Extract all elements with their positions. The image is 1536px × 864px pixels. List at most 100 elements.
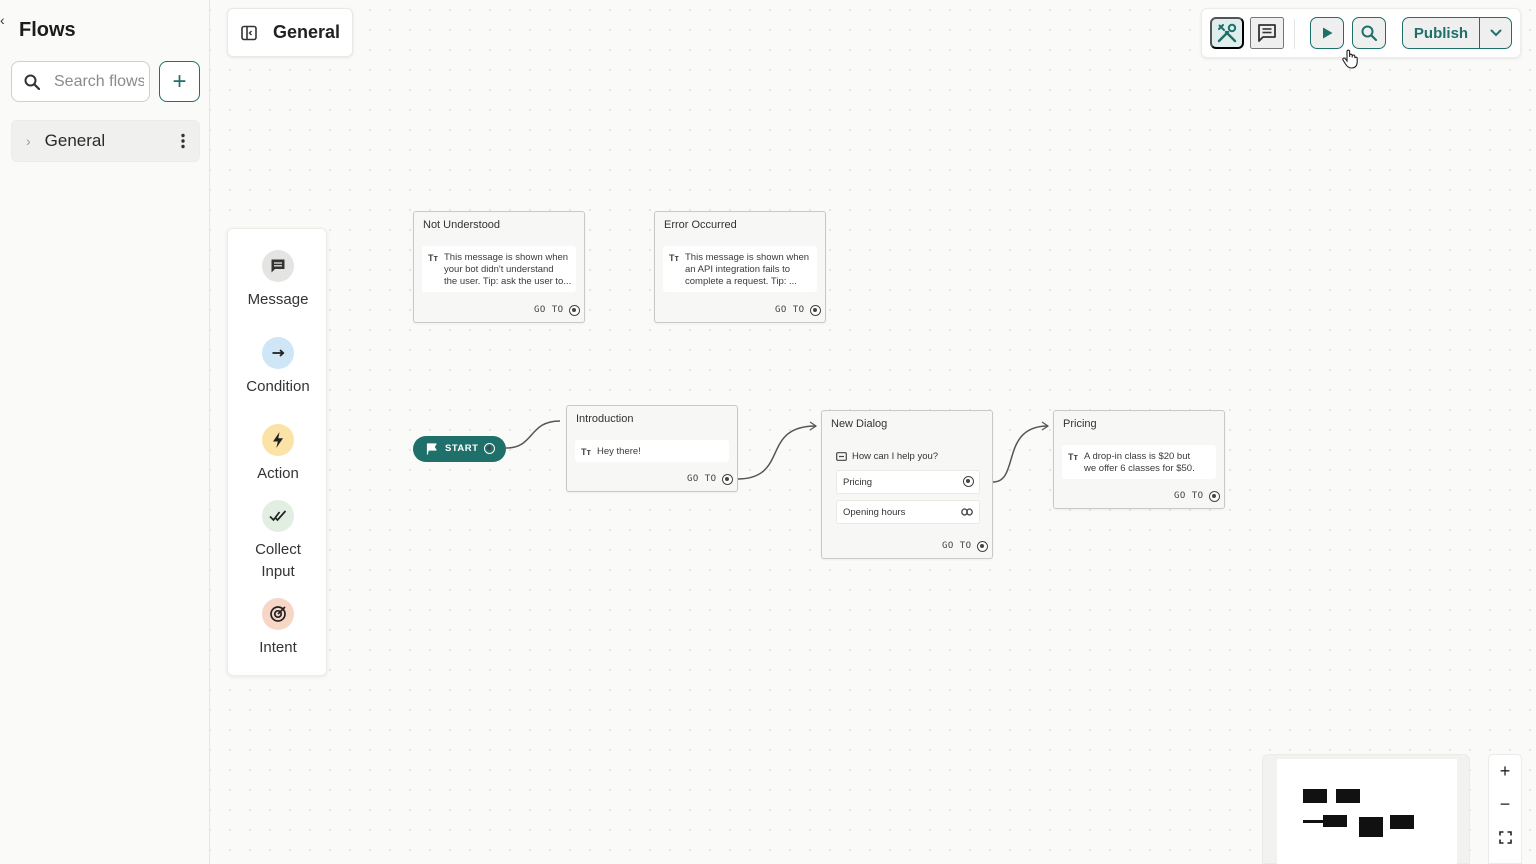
message-line: an API integration fails to <box>685 264 791 275</box>
play-button[interactable] <box>1310 17 1344 49</box>
tools-button[interactable] <box>1210 17 1244 49</box>
message-line: This message is shown when <box>685 252 810 263</box>
node-title: Introduction <box>576 413 634 425</box>
chevron-down-icon <box>1490 29 1501 37</box>
output-port[interactable] <box>484 443 495 454</box>
node-not-understood[interactable]: Not Understood Tт This message is shown … <box>413 211 585 323</box>
node-pricing[interactable]: Pricing Tт A drop-in class is $20 but we… <box>1053 410 1225 509</box>
question-icon <box>836 452 847 461</box>
add-flow-button[interactable]: + <box>159 61 200 102</box>
lightning-icon <box>262 424 294 456</box>
node-new-dialog[interactable]: New Dialog How can I help you? Pricing O… <box>821 410 993 559</box>
text-type-icon: Tт <box>428 253 438 263</box>
goto-label: GO TO <box>1174 491 1204 501</box>
output-port[interactable] <box>977 541 988 552</box>
message-line: the user. Tip: ask the user to... <box>444 276 572 287</box>
palette-collect-input[interactable]: Collect Input <box>228 500 328 583</box>
output-port[interactable] <box>810 305 821 316</box>
message-block[interactable]: Tт This message is shown when your bot d… <box>422 246 576 292</box>
message-line: your bot didn't understand <box>444 264 554 275</box>
sidebar-close-icon[interactable]: ‹ <box>0 12 5 28</box>
palette-intent[interactable]: Intent <box>228 598 328 659</box>
node-title: New Dialog <box>831 418 888 430</box>
message-text: A drop-in class is $20 but we offer 6 cl… <box>1084 451 1214 475</box>
node-palette: Message Condition Action Collect Input <box>227 228 327 676</box>
double-check-icon <box>262 500 294 532</box>
chevron-right-icon[interactable]: › <box>26 133 31 149</box>
message-text: This message is shown when your bot didn… <box>444 252 574 288</box>
start-node[interactable]: START <box>413 436 506 462</box>
node-title: Pricing <box>1063 418 1097 430</box>
search-icon <box>1361 25 1377 41</box>
search-icon <box>24 74 40 90</box>
palette-condition[interactable]: Condition <box>228 337 328 398</box>
publish-options-button[interactable] <box>1479 17 1512 49</box>
message-block[interactable]: Tт Hey there! <box>575 440 729 462</box>
choice-pricing[interactable]: Pricing <box>836 470 980 494</box>
message-line: we offer 6 classes for $50. <box>1084 463 1195 474</box>
message-line: A drop-in class is $20 but <box>1084 451 1191 462</box>
minimap-node <box>1359 817 1383 837</box>
palette-label: Action <box>257 465 299 482</box>
more-options-icon[interactable] <box>181 133 185 149</box>
choice-label: Opening hours <box>843 507 906 518</box>
minimap-viewport[interactable] <box>1277 759 1457 864</box>
goto-label: GO TO <box>534 305 564 315</box>
output-port[interactable] <box>722 474 733 485</box>
play-icon <box>1323 27 1333 39</box>
arrow-right-icon <box>262 337 294 369</box>
node-error-occurred[interactable]: Error Occurred Tт This message is shown … <box>654 211 826 323</box>
flow-search-box[interactable] <box>11 61 150 102</box>
minimap-node <box>1390 815 1414 829</box>
minimap-node <box>1303 789 1327 803</box>
publish-button[interactable]: Publish <box>1402 17 1480 49</box>
top-toolbar: Publish <box>1201 8 1521 58</box>
start-label: START <box>445 443 479 454</box>
minimap-node <box>1336 789 1360 803</box>
sidebar-title: Flows <box>19 19 76 41</box>
flow-search-input[interactable] <box>54 72 144 91</box>
page-title: General <box>273 22 341 42</box>
zoom-in-button[interactable]: + <box>1499 760 1511 781</box>
chat-button[interactable] <box>1250 17 1284 49</box>
palette-label: Collect Input <box>255 541 301 580</box>
message-line: complete a request. Tip: ... <box>685 276 797 287</box>
zoom-controls: + − <box>1488 754 1522 864</box>
choice-opening-hours[interactable]: Opening hours <box>836 500 980 524</box>
link-icon[interactable] <box>961 508 973 516</box>
text-type-icon: Tт <box>669 253 679 263</box>
minimap[interactable] <box>1262 754 1470 864</box>
message-text: Hey there! <box>597 446 641 457</box>
output-port[interactable] <box>569 305 580 316</box>
hand-cursor-icon <box>1342 49 1358 69</box>
message-block[interactable]: Tт This message is shown when an API int… <box>663 246 817 292</box>
toolbar-divider <box>1294 19 1295 49</box>
message-text: This message is shown when an API integr… <box>685 252 815 288</box>
minimap-node <box>1303 820 1325 823</box>
zoom-out-button[interactable]: − <box>1499 793 1511 814</box>
node-title: Error Occurred <box>664 219 737 231</box>
chat-icon <box>1258 24 1276 42</box>
goto-label: GO TO <box>775 305 805 315</box>
message-icon <box>262 250 294 282</box>
flow-header: General <box>227 8 353 57</box>
palette-label: Condition <box>246 378 310 395</box>
node-introduction[interactable]: Introduction Tт Hey there! GO TO <box>566 405 738 492</box>
palette-message[interactable]: Message <box>228 250 328 311</box>
flows-sidebar: ‹ Flows + › General <box>0 0 210 864</box>
fit-view-button[interactable] <box>1489 821 1521 853</box>
goto-label: GO TO <box>687 474 717 484</box>
output-port[interactable] <box>1209 491 1220 502</box>
tools-icon <box>1217 23 1237 43</box>
message-block[interactable]: Tт A drop-in class is $20 but we offer 6… <box>1062 445 1216 479</box>
sidebar-item-general[interactable]: › General <box>11 120 200 162</box>
search-button[interactable] <box>1352 17 1386 49</box>
target-icon <box>262 598 294 630</box>
palette-action[interactable]: Action <box>228 424 328 485</box>
output-port[interactable] <box>963 476 974 487</box>
sidebar-toggle-icon[interactable] <box>241 25 257 41</box>
choice-label: Pricing <box>843 477 873 488</box>
palette-label: Intent <box>259 639 297 656</box>
node-title: Not Understood <box>423 219 501 231</box>
palette-label: Message <box>247 291 309 308</box>
